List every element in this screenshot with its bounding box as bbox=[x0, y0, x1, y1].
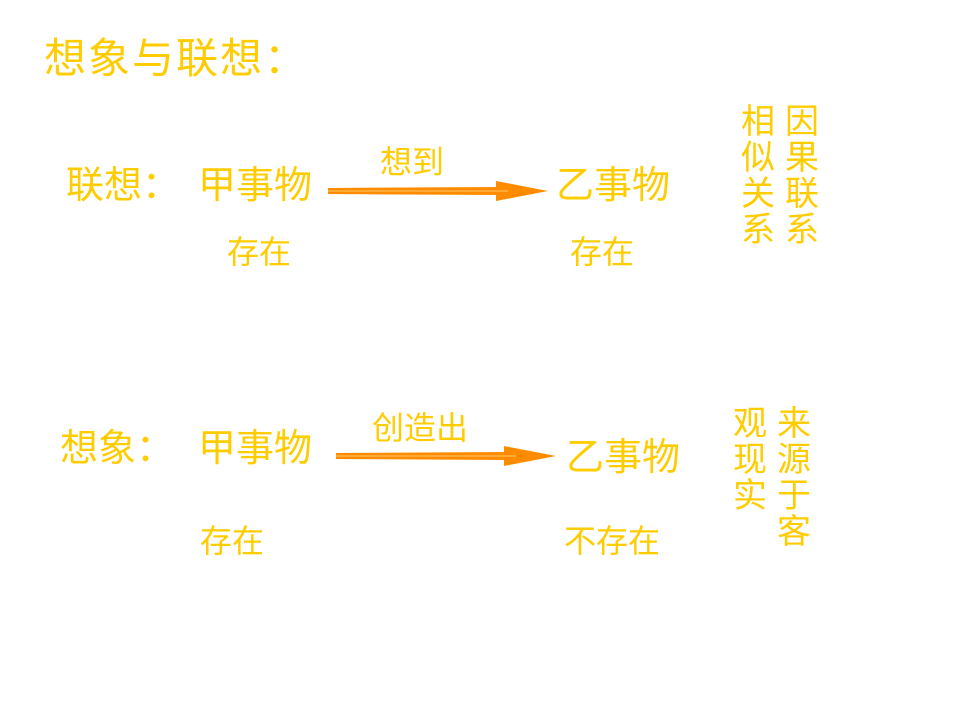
imagination-from-state: 存在 bbox=[200, 522, 265, 560]
association-relation-similarity: 相似关系 bbox=[741, 102, 775, 250]
association-arrow-icon bbox=[328, 181, 548, 201]
imagination-arrow-icon bbox=[336, 446, 556, 466]
imagination-relation-source: 来源于客 bbox=[777, 404, 811, 552]
imagination-label: 想象： bbox=[60, 426, 175, 470]
association-from-state: 存在 bbox=[227, 233, 292, 271]
association-relation-causal: 因果联系 bbox=[785, 102, 819, 250]
imagination-to-state: 不存在 bbox=[564, 522, 661, 560]
imagination-to-thing: 乙事物 bbox=[566, 435, 681, 479]
imagination-verb: 创造出 bbox=[372, 409, 469, 447]
association-to-thing: 乙事物 bbox=[556, 163, 671, 207]
association-label: 联想： bbox=[66, 163, 181, 207]
slide-title: 想象与联想： bbox=[44, 34, 309, 83]
association-verb: 想到 bbox=[380, 143, 445, 181]
association-from-thing: 甲事物 bbox=[198, 163, 313, 207]
association-to-state: 存在 bbox=[570, 233, 635, 271]
imagination-relation-reality: 观现实 bbox=[733, 404, 767, 516]
imagination-from-thing: 甲事物 bbox=[198, 426, 313, 470]
